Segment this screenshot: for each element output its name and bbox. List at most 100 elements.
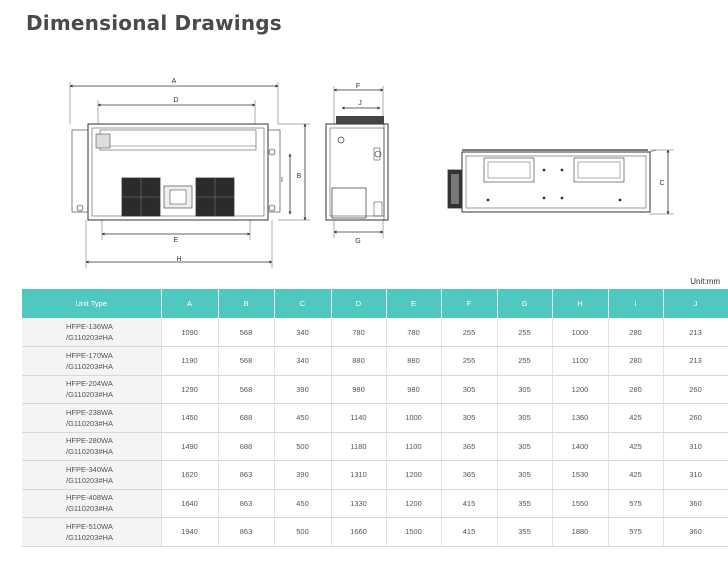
page-title: Dimensional Drawings [26, 11, 282, 35]
dimension-cell-f: 255 [441, 346, 498, 376]
dimension-cell-c: 450 [274, 403, 332, 433]
unit-model-suffix: /G110203#HA [66, 504, 113, 514]
dimension-cell-e: 980 [386, 375, 442, 404]
unit-model-suffix: /G110203#HA [66, 361, 113, 371]
dimension-cell-i: 425 [608, 460, 664, 490]
dimension-cell-a: 1090 [161, 318, 219, 347]
dimension-cell-c: 500 [274, 432, 332, 461]
dimension-cell-h: 1400 [552, 432, 609, 461]
dim-label-d: D [173, 97, 178, 104]
dimensional-drawings: A D I B E H F J G [69, 78, 674, 268]
dimension-cell-h: 1550 [552, 489, 609, 518]
unit-model-suffix: /G110203#HA [66, 447, 113, 457]
column-header-f: F [441, 289, 498, 318]
unit-note: Unit:mm [690, 277, 720, 286]
dimension-cell-b: 568 [218, 346, 275, 376]
dimension-cell-b: 863 [218, 517, 275, 547]
dimension-cell-g: 355 [497, 517, 553, 547]
dim-label-a: A [172, 78, 177, 85]
dimension-cell-h: 1360 [552, 403, 609, 433]
dimension-cell-c: 340 [274, 346, 332, 376]
column-header-j: J [663, 289, 728, 318]
dimension-cell-f: 305 [441, 375, 498, 404]
column-header-a: A [161, 289, 219, 318]
dimension-cell-d: 1660 [331, 517, 387, 547]
dimension-cell-j: 360 [663, 517, 728, 547]
dimension-cell-b: 568 [218, 318, 275, 347]
dim-label-g: G [355, 238, 360, 245]
dimension-cell-e: 1500 [386, 517, 442, 547]
dimension-cell-j: 260 [663, 403, 728, 433]
column-header-e: E [386, 289, 442, 318]
dimension-cell-e: 780 [386, 318, 442, 347]
dim-label-e: E [174, 237, 179, 244]
dimension-cell-j: 310 [663, 460, 728, 490]
front-view-drawing [69, 82, 310, 268]
column-header-g: G [497, 289, 553, 318]
dimension-cell-g: 305 [497, 403, 553, 433]
dim-label-h: H [176, 256, 181, 263]
dimension-cell-i: 425 [608, 403, 664, 433]
dimension-cell-e: 880 [386, 346, 442, 376]
dimension-cell-b: 863 [218, 460, 275, 490]
dimension-cell-d: 1140 [331, 403, 387, 433]
side-view-drawing [325, 86, 389, 238]
dimension-cell-h: 1200 [552, 375, 609, 404]
dimension-cell-i: 575 [608, 489, 664, 518]
dimension-cell-i: 280 [608, 375, 664, 404]
dimension-cell-g: 355 [497, 489, 553, 518]
column-header-d: D [331, 289, 387, 318]
unit-type-cell: HFPE-280WA/G110203#HA [22, 432, 162, 461]
dimension-cell-b: 688 [218, 403, 275, 433]
dimension-cell-h: 1100 [552, 346, 609, 376]
unit-type-cell: HFPE-238WA/G110203#HA [22, 403, 162, 433]
dimension-cell-a: 1940 [161, 517, 219, 547]
dimension-cell-a: 1620 [161, 460, 219, 490]
dimension-cell-e: 1200 [386, 489, 442, 518]
unit-type-cell: HFPE-340WA/G110203#HA [22, 460, 162, 490]
column-header-c: C [274, 289, 332, 318]
dimension-cell-d: 1310 [331, 460, 387, 490]
dimension-cell-f: 365 [441, 432, 498, 461]
dimension-cell-i: 575 [608, 517, 664, 547]
dimension-cell-j: 213 [663, 346, 728, 376]
dimension-cell-i: 280 [608, 318, 664, 347]
unit-model-suffix: /G110203#HA [66, 475, 113, 485]
dimension-cell-a: 1190 [161, 346, 219, 376]
dimension-cell-h: 1000 [552, 318, 609, 347]
unit-model-suffix: /G110203#HA [66, 418, 113, 428]
unit-type-cell: HFPE-204WA/G110203#HA [22, 375, 162, 404]
dimension-cell-i: 425 [608, 432, 664, 461]
dimension-cell-b: 863 [218, 489, 275, 518]
dim-label-b: B [297, 173, 302, 180]
unit-model: HFPE-340WA [66, 464, 113, 474]
unit-model: HFPE-280WA [66, 436, 113, 446]
dimension-cell-a: 1450 [161, 403, 219, 433]
dimension-cell-f: 365 [441, 460, 498, 490]
column-header-b: B [218, 289, 275, 318]
unit-model: HFPE-136WA [66, 322, 113, 331]
dim-label-j: J [358, 100, 362, 107]
dimension-cell-a: 1290 [161, 375, 219, 404]
dimension-cell-a: 1490 [161, 432, 219, 461]
dimension-cell-f: 305 [441, 403, 498, 433]
unit-type-cell: HFPE-510WA/G110203#HA [22, 517, 162, 547]
dimension-cell-b: 688 [218, 432, 275, 461]
dimension-cell-h: 1530 [552, 460, 609, 490]
unit-type-cell: HFPE-408WA/G110203#HA [22, 489, 162, 518]
dimension-cell-f: 255 [441, 318, 498, 347]
dimension-cell-a: 1640 [161, 489, 219, 518]
dimension-cell-j: 213 [663, 318, 728, 347]
dimension-cell-e: 1000 [386, 403, 442, 433]
dimension-cell-g: 305 [497, 460, 553, 490]
unit-model: HFPE-204WA [66, 379, 113, 389]
dimension-cell-g: 255 [497, 346, 553, 376]
dimension-cell-e: 1100 [386, 432, 442, 461]
unit-model-suffix: /G110203#HA [66, 333, 113, 342]
dimension-cell-b: 568 [218, 375, 275, 404]
dimension-cell-f: 415 [441, 489, 498, 518]
